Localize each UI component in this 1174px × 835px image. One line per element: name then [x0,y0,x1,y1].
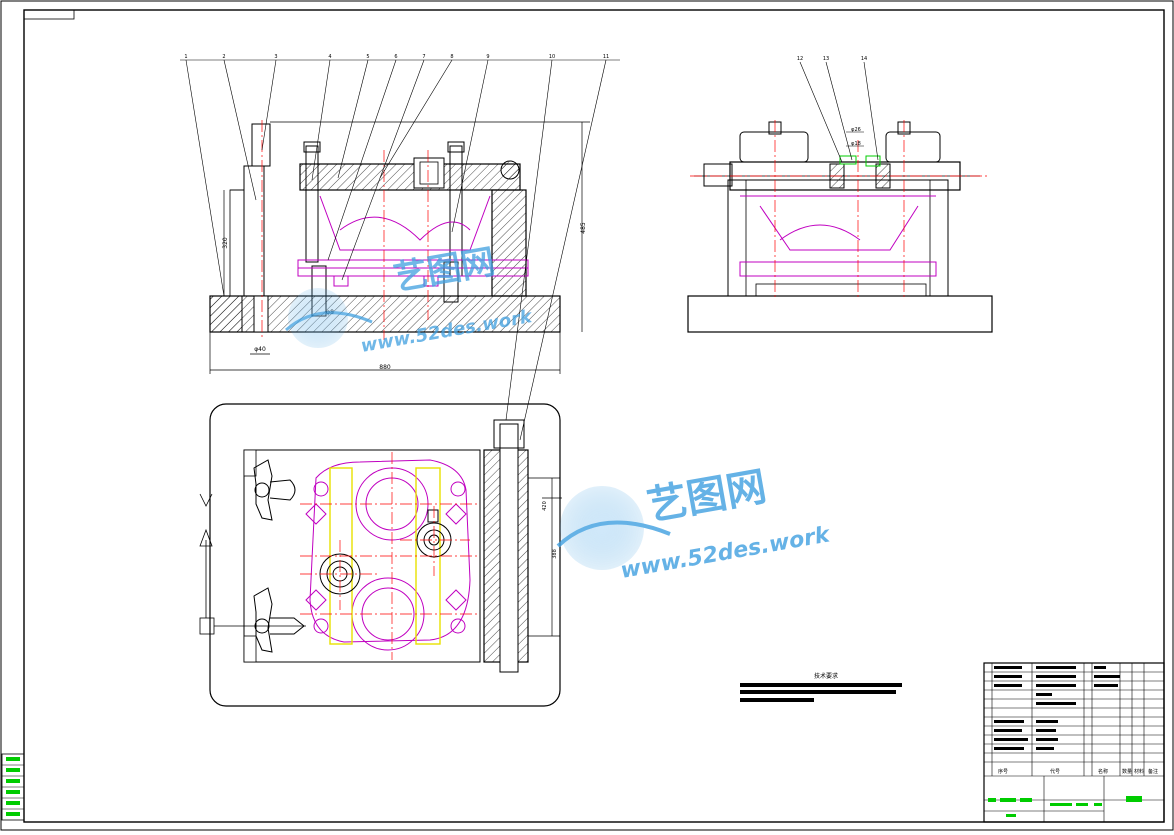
side-workpiece [739,195,937,277]
callout-13: 13 [823,56,829,62]
front-view: 880 485 320 φ40 φ8 1 2 3 4 5 6 7 8 9 10 … [180,54,620,441]
side-base-plate [687,295,993,333]
callout-2: 2 [222,54,225,60]
corner-tag [23,9,75,20]
dim-side-b: φ18 [851,141,861,147]
side-view: 12 13 14 φ26 φ18 [687,56,993,333]
technical-requirements: 技术要求 [740,672,902,702]
callout-7: 7 [422,54,425,60]
dim-front-left-height: 320 [222,237,229,249]
callout-11: 11 [603,54,609,60]
dim-front-width: 880 [379,364,391,371]
dim-front-pin: φ40 [254,346,266,353]
tb-label-code: 代号 [1050,768,1060,775]
tech-req-title: 技术要求 [814,672,838,680]
tb-label-index: 序号 [998,768,1008,775]
tb-label-qty: 数量 [1122,768,1132,775]
tb-label-material: 材料 [1134,768,1144,775]
callout-1: 1 [184,54,187,60]
dim-plan-b: 388 [552,549,558,559]
callout-9: 9 [486,54,489,60]
callout-12: 12 [797,56,803,62]
callout-5: 5 [366,54,369,60]
callout-6: 6 [394,54,397,60]
callout-14: 14 [861,56,867,62]
title-block: 序号 代号 名称 数量 材料 备注 [983,662,1165,823]
revision-strip [1,753,25,821]
callout-8: 8 [450,54,453,60]
watermark-url-large: www.52des.work [619,522,833,584]
front-workpiece [297,195,529,287]
front-top-plate [299,163,521,191]
callout-4: 4 [328,54,331,60]
dim-side-a: φ26 [851,127,861,133]
watermark-brand-large: 艺图网 [644,464,770,530]
watermark-large: 艺图网 www.52des.work [556,464,833,584]
callout-3: 3 [274,54,277,60]
dim-plan-a: 420 [542,501,548,511]
inner-border [23,9,1165,823]
callout-10: 10 [549,54,555,60]
wing-nut-top [253,459,296,521]
wing-nut-bottom [253,587,305,653]
plan-view: 420 388 [199,403,562,707]
tb-label-remarks: 备注 [1148,768,1158,775]
tb-label-name: 名称 [1098,768,1108,775]
dim-front-height: 485 [580,222,587,234]
plan-outline [209,403,561,707]
